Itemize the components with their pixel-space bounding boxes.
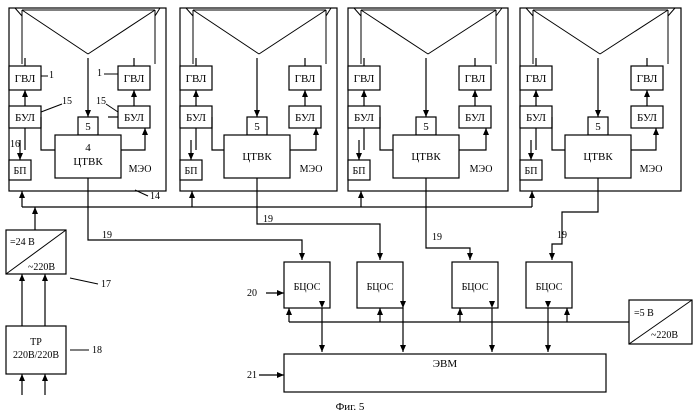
svg-text:17: 17 — [101, 279, 111, 290]
svg-text:ЦТВК: ЦТВК — [73, 156, 103, 168]
svg-text:БЦОС: БЦОС — [294, 282, 321, 293]
psu-5v: =5 В ~220В — [629, 300, 692, 344]
figure-caption: Фиг. 5 — [336, 401, 365, 413]
svg-text:21: 21 — [247, 370, 257, 381]
evm: ЭВМ 21 — [247, 354, 606, 392]
svg-text:~220В: ~220В — [28, 262, 55, 273]
svg-text:15: 15 — [62, 96, 72, 107]
svg-text:15: 15 — [96, 96, 106, 107]
svg-text:1: 1 — [97, 68, 102, 79]
svg-text:19: 19 — [102, 230, 112, 241]
svg-text:ГВЛ: ГВЛ — [465, 73, 486, 85]
svg-text:4: 4 — [85, 142, 91, 154]
transformer: ТР 220В/220В 18 — [6, 274, 102, 395]
svg-text:БП: БП — [525, 166, 538, 177]
svg-text:=5 В: =5 В — [634, 308, 654, 319]
svg-text:БУЛ: БУЛ — [526, 112, 546, 124]
svg-text:БЦОС: БЦОС — [367, 282, 394, 293]
svg-text:ГВЛ: ГВЛ — [637, 73, 658, 85]
svg-text:ЦТВК: ЦТВК — [583, 151, 613, 163]
meo-unit-3: ГВЛ ГВЛ БУЛ БУЛ 5 ЦТВК БП МЭО — [348, 8, 508, 191]
svg-text:МЭО: МЭО — [470, 164, 493, 175]
svg-text:220В/220В: 220В/220В — [13, 350, 59, 361]
svg-text:20: 20 — [247, 288, 257, 299]
svg-text:МЭО: МЭО — [129, 164, 152, 175]
svg-text:ГВЛ: ГВЛ — [354, 73, 375, 85]
svg-text:БУЛ: БУЛ — [354, 112, 374, 124]
svg-text:ЭВМ: ЭВМ — [433, 358, 458, 370]
svg-text:БП: БП — [185, 166, 198, 177]
svg-text:16: 16 — [10, 139, 20, 150]
svg-text:МЭО: МЭО — [640, 164, 663, 175]
svg-text:МЭО: МЭО — [300, 164, 323, 175]
svg-text:19: 19 — [263, 214, 273, 225]
svg-text:ГВЛ: ГВЛ — [526, 73, 547, 85]
svg-text:19: 19 — [557, 230, 567, 241]
svg-text:5: 5 — [595, 121, 601, 133]
svg-text:=24 В: =24 В — [10, 237, 35, 248]
svg-text:18: 18 — [92, 345, 102, 356]
svg-text:БЦОС: БЦОС — [536, 282, 563, 293]
svg-text:БУЛ: БУЛ — [295, 112, 315, 124]
svg-text:БУЛ: БУЛ — [465, 112, 485, 124]
meo-unit-1: ГВЛ ГВЛ БУЛ БУЛ 5 4 ЦТВК БП МЭО 1 1 — [9, 8, 166, 202]
svg-text:5: 5 — [423, 121, 429, 133]
svg-text:ГВЛ: ГВЛ — [295, 73, 316, 85]
svg-text:БП: БП — [353, 166, 366, 177]
svg-text:ТР: ТР — [30, 337, 42, 348]
svg-text:БУЛ: БУЛ — [15, 112, 35, 124]
svg-text:БУЛ: БУЛ — [637, 112, 657, 124]
svg-text:БУЛ: БУЛ — [186, 112, 206, 124]
svg-text:ЦТВК: ЦТВК — [242, 151, 272, 163]
bcos-row: БЦОС БЦОС БЦОС БЦОС 20 — [247, 262, 629, 352]
meo-unit-4: ГВЛ ГВЛ БУЛ БУЛ 5 ЦТВК БП МЭО — [520, 8, 681, 191]
svg-text:БП: БП — [14, 166, 27, 177]
svg-text:ГВЛ: ГВЛ — [15, 73, 36, 85]
svg-text:1: 1 — [49, 70, 54, 81]
svg-text:14: 14 — [150, 191, 160, 202]
svg-text:~220В: ~220В — [651, 330, 678, 341]
svg-text:5: 5 — [254, 121, 260, 133]
svg-text:ГВЛ: ГВЛ — [124, 73, 145, 85]
svg-text:5: 5 — [85, 121, 91, 133]
svg-text:ЦТВК: ЦТВК — [411, 151, 441, 163]
svg-text:ГВЛ: ГВЛ — [186, 73, 207, 85]
svg-text:БУЛ: БУЛ — [124, 112, 144, 124]
meo-unit-2: ГВЛ ГВЛ БУЛ БУЛ 5 ЦТВК БП МЭО — [180, 8, 337, 191]
svg-text:БЦОС: БЦОС — [462, 282, 489, 293]
svg-text:19: 19 — [432, 232, 442, 243]
